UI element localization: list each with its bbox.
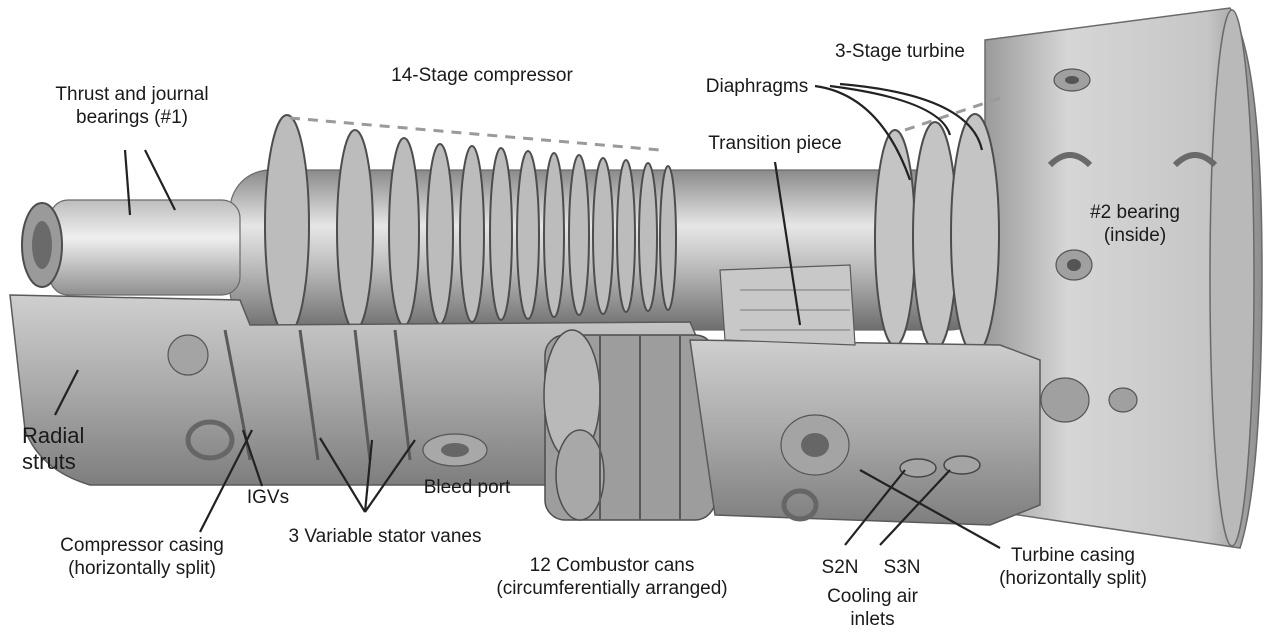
label-transition-piece: Transition piece — [680, 132, 870, 155]
label-line: Turbine casing — [1011, 545, 1135, 566]
label-line: Thrust and journal — [55, 84, 209, 105]
label-combustor-cans: 12 Combustor cans (circumferentially arr… — [462, 554, 762, 600]
label-s2n: S2N — [810, 556, 870, 579]
transition-piece — [719, 264, 856, 346]
label-text: IGVs — [246, 487, 290, 508]
label-line: Cooling air — [827, 586, 918, 607]
leader-lines — [54, 82, 1001, 549]
label-line: #2 bearing — [1090, 202, 1180, 223]
label-text: S3N — [883, 557, 921, 578]
label-text: Bleed port — [423, 477, 511, 498]
label-3-stage-turbine: 3-Stage turbine — [800, 40, 1000, 63]
label-radial-struts: Radial struts — [22, 423, 122, 475]
turbine-stages — [874, 113, 1000, 355]
label-line: (horizontally split) — [68, 558, 216, 579]
label-text: 14-Stage compressor — [391, 65, 573, 86]
label-line: inlets — [850, 609, 895, 630]
label-line: struts — [22, 449, 76, 474]
label-diaphragms: Diaphragms — [682, 75, 832, 98]
thrust-bearing-housing — [21, 199, 241, 296]
label-line: Compressor casing — [60, 535, 224, 556]
label-line: 12 Combustor cans — [529, 555, 695, 576]
label-igvs: IGVs — [228, 486, 308, 509]
compressor-casing — [9, 294, 701, 486]
label-text: 3 Variable stator vanes — [288, 526, 482, 547]
label-text: 3-Stage turbine — [835, 41, 965, 62]
label-s3n: S3N — [872, 556, 932, 579]
label-line: Radial — [22, 423, 85, 448]
label-text: Transition piece — [708, 133, 842, 154]
label-line: (inside) — [1103, 225, 1167, 246]
label-line: (circumferentially arranged) — [496, 578, 728, 599]
label-text: Diaphragms — [705, 76, 809, 97]
label-line: bearings (#1) — [76, 107, 188, 128]
label-line: (horizontally split) — [999, 568, 1147, 589]
label-thrust-journal-bearings: Thrust and journal bearings (#1) — [22, 83, 242, 129]
label-compressor-casing: Compressor casing (horizontally split) — [32, 534, 252, 580]
combustor-cans — [543, 329, 716, 521]
label-bearing-2: #2 bearing (inside) — [1060, 201, 1210, 247]
label-turbine-casing: Turbine casing (horizontally split) — [968, 544, 1178, 590]
label-bleed-port: Bleed port — [402, 476, 532, 499]
turbine-casing — [689, 339, 1138, 526]
label-text: S2N — [821, 557, 859, 578]
label-14-stage-compressor: 14-Stage compressor — [352, 64, 612, 87]
envelope-dashes — [289, 96, 1001, 152]
label-cooling-air-inlets: Cooling air inlets — [800, 585, 945, 631]
label-variable-stator-vanes: 3 Variable stator vanes — [260, 525, 510, 548]
